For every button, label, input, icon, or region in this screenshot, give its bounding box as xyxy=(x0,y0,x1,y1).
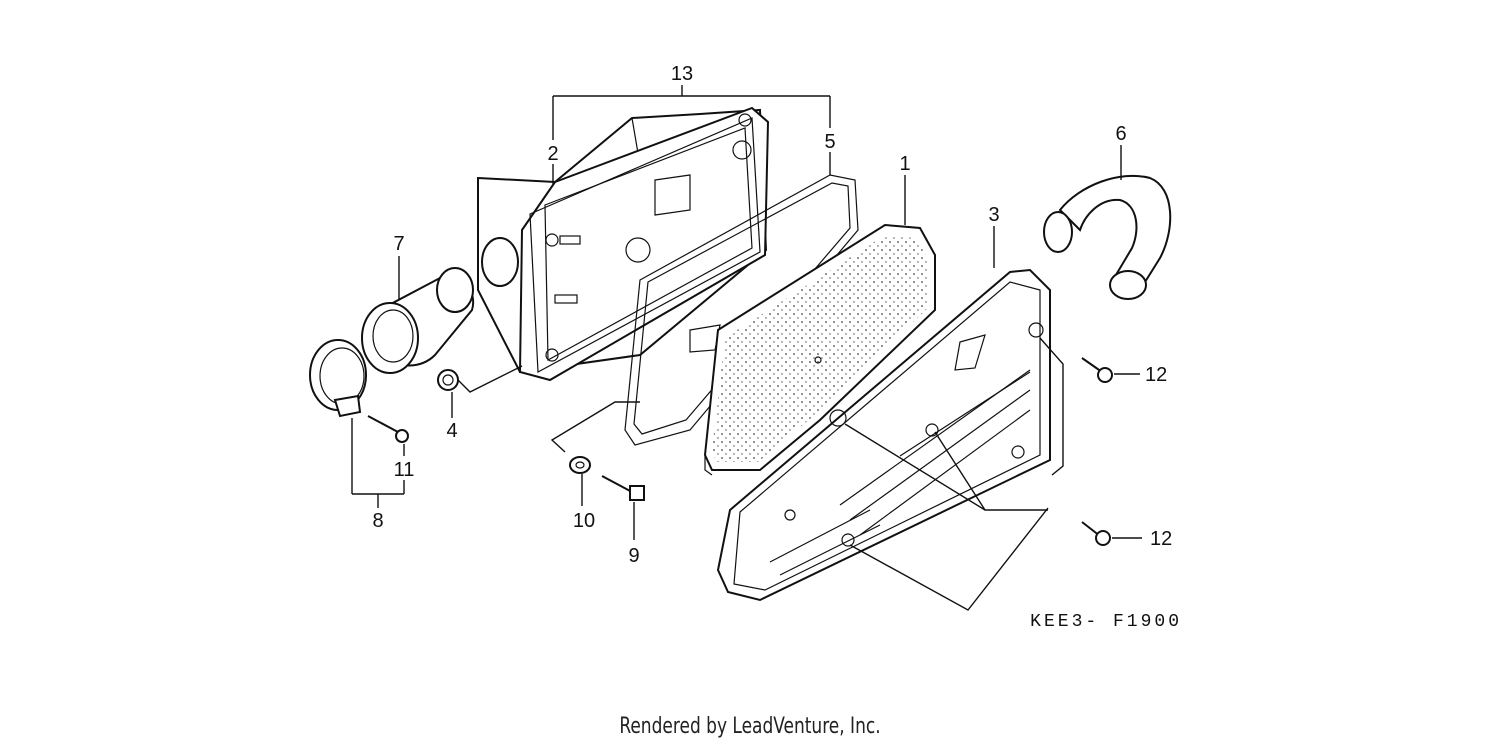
callout-12-upper: 12 xyxy=(1145,364,1167,386)
callout-8: 8 xyxy=(372,510,383,532)
air-cleaner-case xyxy=(477,106,770,382)
callouts: 13 2 5 1 3 6 7 4 11 8 10 9 12 12 KEE3- F… xyxy=(372,63,1182,632)
bolt-9 xyxy=(601,475,645,501)
screw-11 xyxy=(367,415,409,443)
callout-12-lower: 12 xyxy=(1150,528,1172,550)
footer-credit: Rendered by LeadVenture, Inc. xyxy=(619,714,881,739)
callout-7: 7 xyxy=(393,233,404,255)
intake-joint xyxy=(361,267,475,374)
breather-tube xyxy=(1043,174,1172,300)
leader-lines xyxy=(351,85,1142,611)
callout-5: 5 xyxy=(824,131,835,153)
callout-9: 9 xyxy=(628,545,639,567)
diagram-code: KEE3- F1900 xyxy=(1030,612,1182,632)
hose-clamp xyxy=(309,339,367,418)
callout-4: 4 xyxy=(446,420,457,442)
callout-1: 1 xyxy=(899,153,910,175)
washer-10 xyxy=(569,456,591,474)
callout-3: 3 xyxy=(988,204,999,226)
air-cleaner-cover xyxy=(716,268,1051,602)
callout-13: 13 xyxy=(671,63,693,85)
callout-10: 10 xyxy=(573,510,595,532)
callout-2: 2 xyxy=(547,143,558,165)
air-filter-element xyxy=(703,223,936,476)
screw-12-lower xyxy=(1081,521,1111,546)
callout-11: 11 xyxy=(394,459,415,481)
callout-6: 6 xyxy=(1115,123,1126,145)
screw-12-upper xyxy=(1081,357,1113,383)
collar-4 xyxy=(437,369,459,391)
